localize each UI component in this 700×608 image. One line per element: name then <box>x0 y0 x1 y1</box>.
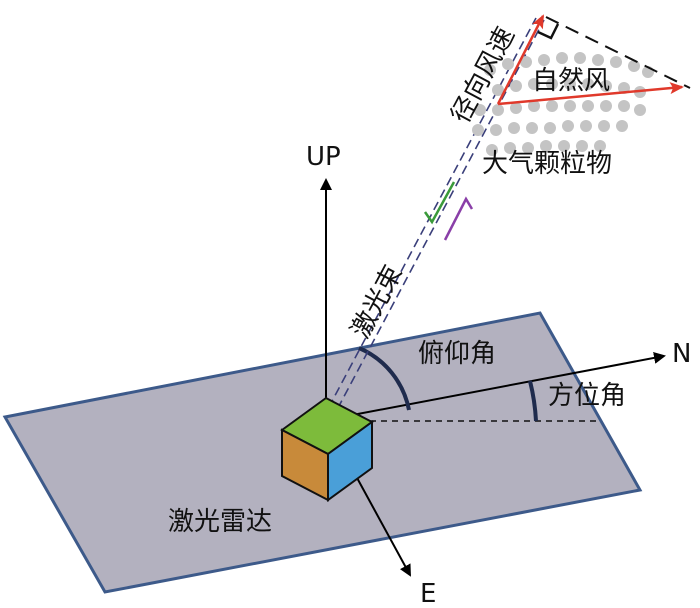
particle-cloud <box>472 52 654 156</box>
elevation-angle-label: 俯仰角 <box>418 339 496 369</box>
lidar-device <box>280 396 374 502</box>
north-axis-label: N <box>672 339 691 369</box>
return-signal-arrow-purple <box>443 196 474 241</box>
right-angle-marker <box>537 23 560 40</box>
lidar-cube-right <box>327 420 373 502</box>
up-axis-label: UP <box>306 142 341 172</box>
natural-wind-label: 自然风 <box>532 66 610 96</box>
natural-wind-arrow <box>497 82 684 106</box>
north-axis <box>325 351 666 421</box>
laser-beam-label: 激光束 <box>346 260 409 343</box>
azimuth-angle-arc <box>528 380 538 422</box>
particles-label: 大气颗粒物 <box>482 149 612 179</box>
return-signal-arrow-green <box>423 181 456 225</box>
east-axis-label: E <box>420 579 436 608</box>
radial-wind-arrow <box>496 14 545 105</box>
azimuth-angle-label: 方位角 <box>548 381 626 411</box>
laser-beam-line-2 <box>330 19 545 422</box>
radial-to-wind-dashed-line <box>545 16 691 89</box>
lidar-label: 激光雷达 <box>168 507 272 537</box>
